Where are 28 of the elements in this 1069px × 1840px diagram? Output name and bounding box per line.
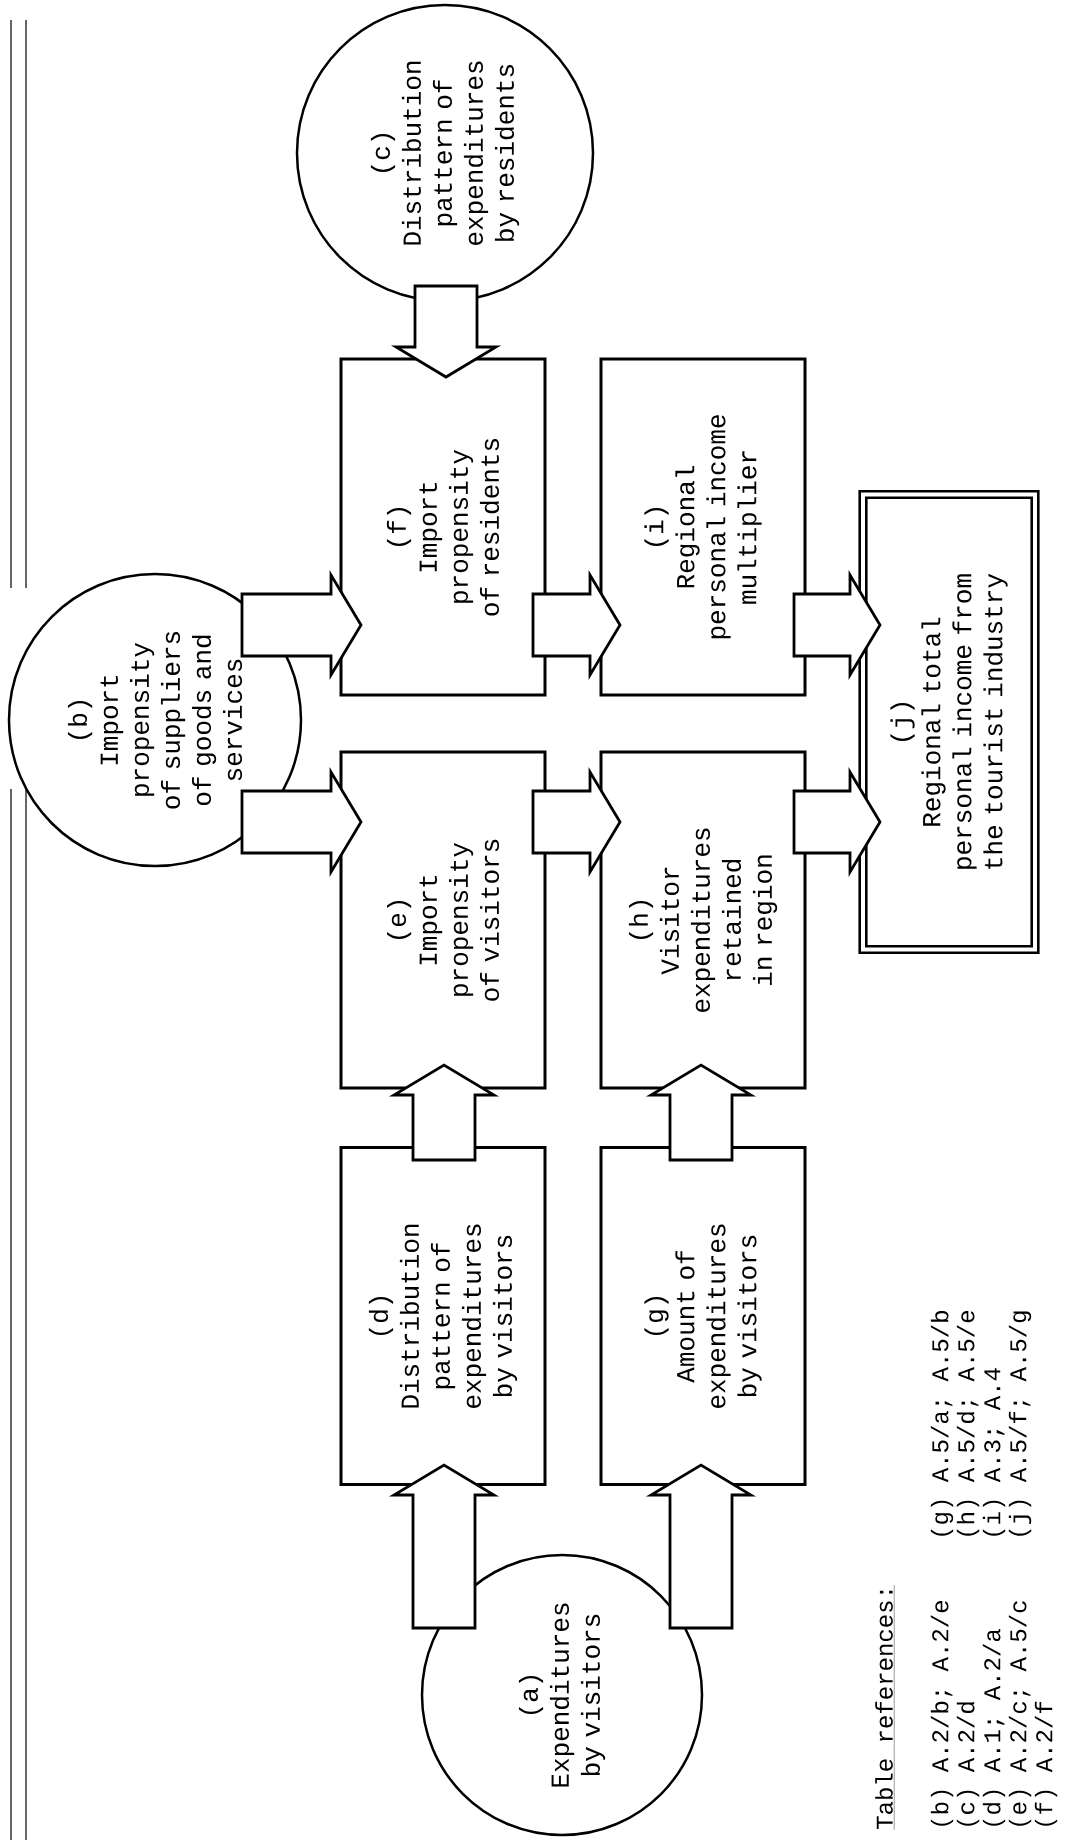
process-box: (e) Import propensity of visitors: [339, 750, 547, 1090]
table-reference: (f) A.2/f: [1034, 1701, 1058, 1826]
table-reference: (d) A.1; A.2/a: [982, 1629, 1006, 1826]
block-arrow: [390, 284, 502, 379]
process-box: (d) Distribution pattern of expenditures by visitors: [339, 1146, 547, 1486]
process-box: (g) Amount of expenditures by visitors: [599, 1146, 807, 1486]
table-reference: (h) A.5/d; A.5/e: [956, 1311, 980, 1536]
block-arrow: [792, 766, 882, 878]
table-heading: Table references:: [875, 1584, 895, 1830]
table-reference: (g) A.5/a; A.5/b: [930, 1311, 954, 1536]
table-reference: (i) A.3; A.4: [982, 1368, 1006, 1536]
process-box: (i) Regional personal income multiplier: [599, 357, 807, 697]
block-arrow: [240, 766, 363, 878]
block-arrow: [645, 1063, 757, 1162]
process-box: (f) Import propensity of residents: [339, 357, 547, 697]
process-box: (h) Visitor expenditures retained in region: [599, 750, 807, 1090]
block-arrow: [388, 1063, 500, 1162]
table-reference: (j) A.5/f; A.5/g: [1008, 1311, 1032, 1536]
block-arrow: [388, 1463, 500, 1630]
block-arrow: [531, 569, 622, 681]
table-reference: (e) A.2/c; A.5/c: [1008, 1601, 1032, 1826]
block-arrow: [645, 1463, 757, 1630]
result-box: (j) Regional total personal income from the tourist industry: [858, 489, 1040, 955]
table-reference: (b) A.2/b; A.2/e: [930, 1601, 954, 1826]
block-arrow: [531, 766, 622, 878]
block-arrow: [792, 569, 882, 681]
block-arrow: [240, 569, 363, 681]
table-reference: (c) A.2/d: [956, 1702, 980, 1826]
